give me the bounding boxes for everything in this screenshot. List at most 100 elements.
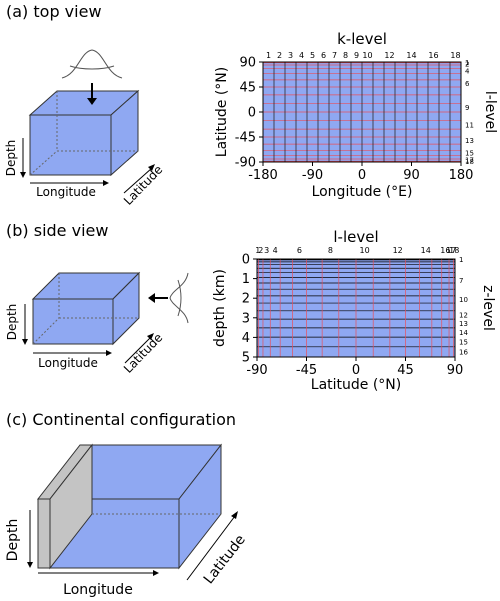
l-level-label: 18 (449, 246, 459, 255)
panel-c-label: (c) Continental configuration (6, 410, 237, 429)
l-level-label: 11 (465, 121, 474, 129)
chart-a-title: k-level (337, 30, 387, 48)
z-level-label: 16 (459, 348, 468, 356)
y-tick-label: -45 (235, 131, 256, 146)
l-level-label: 6 (297, 246, 302, 255)
l-level-label: 1 (465, 59, 469, 67)
latitude-label-b: Latitude (121, 331, 165, 376)
k-level-label: 3 (288, 51, 293, 60)
y-tick-label: 0 (248, 106, 256, 121)
chart-a-xlabel: Longitude (°E) (312, 184, 413, 200)
l-level-label: 16 (440, 246, 450, 255)
chart-b-ylabel: depth (km) (212, 269, 228, 347)
k-level-label: 9 (354, 51, 359, 60)
x-tick-label: 90 (447, 363, 464, 378)
k-level-label: 16 (428, 51, 438, 60)
panel-b-label: (b) side view (6, 221, 109, 240)
z-level-label: 12 (459, 311, 468, 319)
k-level-label: 4 (299, 51, 304, 60)
cube-a-front-face (29, 114, 112, 176)
k-level-label: 10 (362, 51, 372, 60)
panel-a-label: (a) top view (6, 2, 102, 21)
axis-arrows-c (27, 510, 238, 581)
l-level-label: 15 (465, 149, 474, 157)
x-tick-label: -180 (248, 168, 278, 183)
k-level-label: 8 (343, 51, 348, 60)
l-level-label: 6 (465, 80, 470, 88)
k-level-label: 7 (332, 51, 337, 60)
y-tick-label: 90 (239, 56, 256, 71)
y-tick-label: 1 (242, 272, 250, 287)
longitude-label-a: Longitude (36, 185, 96, 199)
axis-arrows-b (22, 304, 154, 364)
chart-b-l-lines (258, 259, 454, 357)
depth-label-c: Depth (5, 519, 21, 562)
k-level-label: 18 (450, 51, 460, 60)
longitude-label-b: Longitude (38, 356, 98, 370)
x-tick-label: -90 (302, 168, 323, 183)
chart-a-k-lines (273, 62, 451, 162)
eye-side-view-icon (169, 272, 189, 324)
l-level-label: 12 (393, 246, 403, 255)
chart-b-right-label: z-level (480, 285, 496, 331)
chart-a-right-label: l-level (482, 91, 498, 133)
eye-top-view-icon (61, 49, 123, 79)
l-level-label: 1 (255, 246, 260, 255)
continent-front-face (37, 498, 51, 569)
z-level-label: 7 (459, 277, 463, 285)
l-level-label: 9 (465, 104, 469, 112)
z-level-label: 15 (459, 338, 468, 346)
l-level-label: 8 (328, 246, 333, 255)
latitude-label-c: Latitude (201, 532, 249, 587)
view-arrow-b (148, 293, 168, 303)
z-level-label: 10 (459, 296, 468, 304)
l-level-label: 3 (264, 246, 269, 255)
view-arrow-a (87, 83, 97, 105)
cube-b-front-face (32, 298, 114, 345)
l-level-label: 2 (258, 246, 263, 255)
z-level-label: 14 (459, 329, 468, 337)
latitude-label-a: Latitude (121, 163, 165, 208)
cube-c (36, 443, 223, 570)
x-tick-label: 0 (358, 168, 366, 183)
x-tick-label: 45 (397, 363, 414, 378)
l-level-label: 2 (465, 60, 469, 68)
depth-label-a: Depth (4, 140, 18, 177)
y-tick-label: 4 (242, 331, 250, 346)
chart-b-xlabel: Latitude (°N) (311, 377, 401, 393)
k-level-label: 1 (266, 51, 271, 60)
longitude-label-c: Longitude (63, 582, 133, 598)
k-level-label: 2 (277, 51, 282, 60)
y-tick-label: 0 (242, 253, 250, 268)
depth-label-b: Depth (5, 304, 19, 341)
k-level-label: 14 (406, 51, 416, 60)
cube-a (28, 89, 140, 177)
k-level-label: 5 (310, 51, 315, 60)
z-level-label: 1 (459, 256, 463, 264)
l-level-label: 14 (421, 246, 431, 255)
l-level-label: 17 (465, 157, 474, 165)
chart-b-title: l-level (333, 228, 378, 246)
l-level-label: 10 (360, 246, 370, 255)
l-level-label: 4 (465, 68, 470, 76)
l-level-label: 17 (446, 246, 456, 255)
l-level-label: 13 (465, 137, 474, 145)
x-tick-label: 90 (403, 168, 420, 183)
cube-b (31, 271, 141, 346)
cube-b-side-face (112, 271, 140, 346)
y-tick-label: -90 (235, 156, 256, 171)
x-tick-label: -90 (246, 363, 267, 378)
y-tick-label: 3 (242, 311, 250, 326)
z-level-label: 13 (459, 320, 468, 328)
y-tick-label: 2 (242, 292, 250, 307)
